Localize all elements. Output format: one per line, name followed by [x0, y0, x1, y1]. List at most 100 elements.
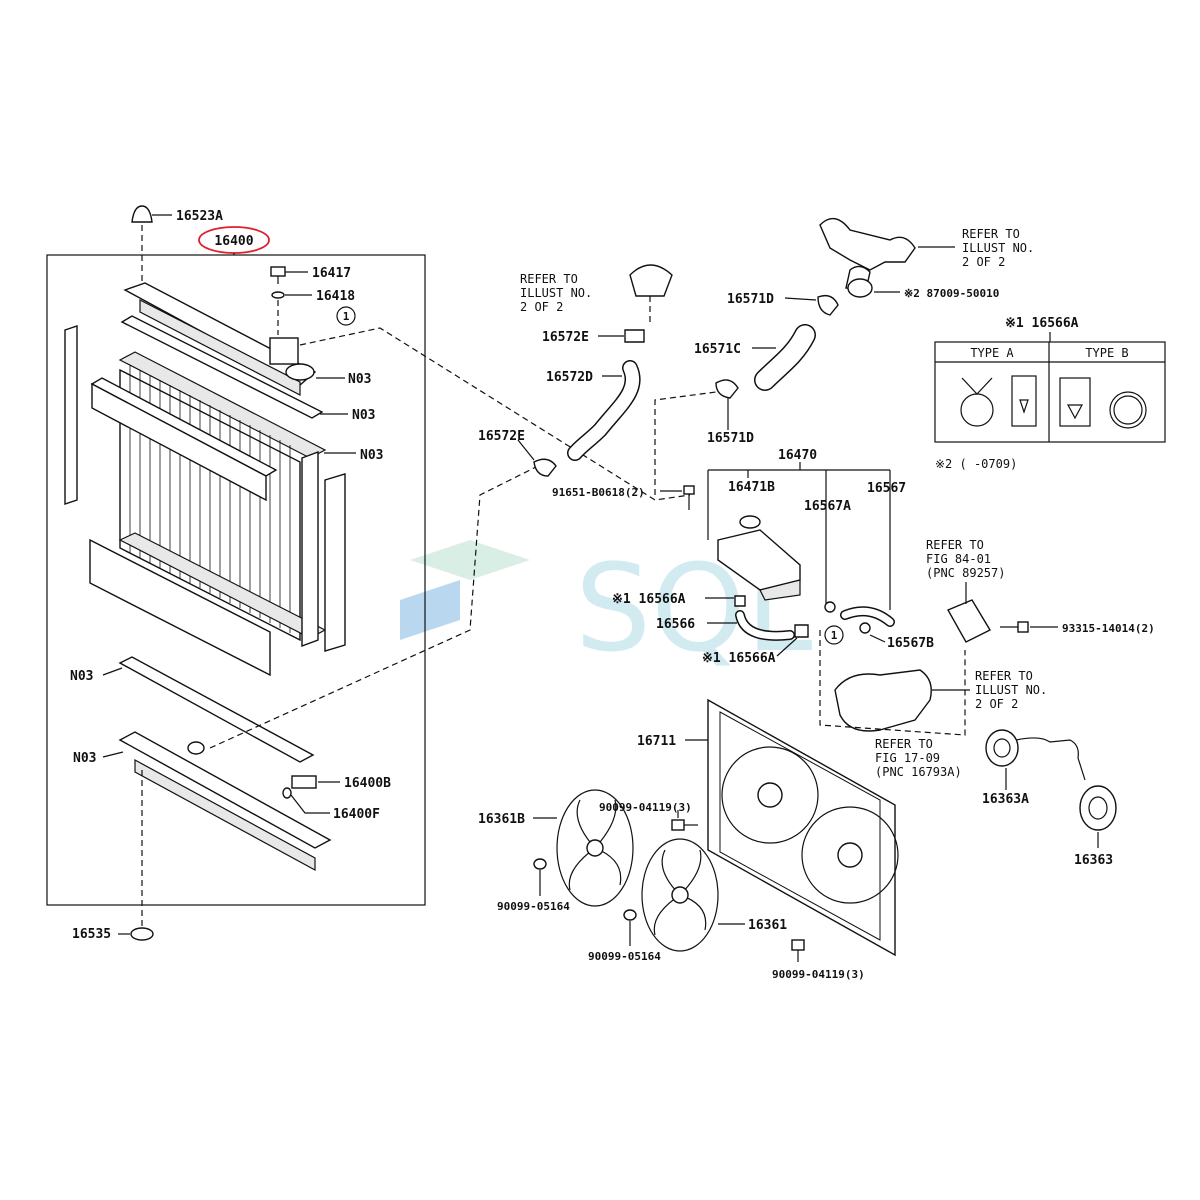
- clamp-16571D-a: [817, 294, 839, 316]
- plug-16417: [270, 266, 308, 284]
- drain-plug: [282, 775, 340, 814]
- label-16361: 16361: [748, 918, 787, 933]
- clamp-16567B: [859, 622, 871, 634]
- svg-text:2 OF 2: 2 OF 2: [520, 300, 563, 314]
- label-16572E-b: 16572E: [478, 429, 525, 444]
- label-16571C: 16571C: [694, 342, 741, 357]
- clamp-16572E-b: [533, 458, 557, 477]
- side-rail-left: [64, 325, 78, 505]
- route-upper-hose: [299, 327, 691, 501]
- front-support-bottom: [89, 538, 271, 677]
- clamp-16572E-a: [624, 329, 645, 343]
- svg-text:ILLUST NO.: ILLUST NO.: [520, 286, 592, 300]
- svg-text:ILLUST NO.: ILLUST NO.: [962, 241, 1034, 255]
- motor-16363A: [985, 729, 1086, 790]
- fan-16361: [641, 838, 719, 952]
- route-lower-hose: [209, 464, 541, 749]
- label-16566A-b: ※1 16566A: [702, 651, 776, 666]
- label-16567B: 16567B: [887, 636, 934, 651]
- label-16470: 16470: [778, 448, 817, 463]
- upper-tank: [123, 282, 317, 396]
- label-16571D-a: 16571D: [727, 292, 774, 307]
- label-16418: 16418: [316, 289, 355, 304]
- label-87009: ※2 87009-50010: [904, 287, 999, 300]
- svg-text:REFER TO: REFER TO: [962, 227, 1020, 241]
- label-n03-2: N03: [352, 408, 375, 423]
- svg-text:1: 1: [343, 310, 350, 323]
- label-16523A: 16523A: [176, 209, 223, 224]
- circle-ref-1a: [336, 306, 356, 326]
- label-16535: 16535: [72, 927, 111, 942]
- label-16361B: 16361B: [478, 812, 525, 827]
- ref-wp-text: REFER TO ILLUST NO. 2 OF 2: [975, 669, 1047, 711]
- svg-text:REFER TO: REFER TO: [926, 538, 984, 552]
- svg-text:ILLUST NO.: ILLUST NO.: [975, 683, 1047, 697]
- thermostat-housing: [629, 264, 673, 322]
- reservoir-cap: [739, 515, 761, 529]
- svg-text:2 OF 2: 2 OF 2: [962, 255, 1005, 269]
- label-16363: 16363: [1074, 853, 1113, 868]
- ref-outlet-text: REFER TO ILLUST NO. 2 OF 2: [962, 227, 1034, 269]
- svg-text:(PNC 89257): (PNC 89257): [926, 566, 1005, 580]
- label-90099-05164-b: 90099-05164: [588, 950, 661, 963]
- note1-heading: ※1 16566A: [1005, 316, 1079, 331]
- label-16363A: 16363A: [982, 792, 1029, 807]
- ecu-module: [947, 582, 991, 643]
- gasket-upper: [120, 315, 324, 419]
- label-16571D-b: 16571D: [707, 431, 754, 446]
- clamp-87009: [847, 278, 873, 298]
- reservoir-tank: [717, 529, 801, 601]
- clamp-16571D-b: [715, 379, 739, 399]
- water-pump: [834, 669, 970, 732]
- fan-shroud: [707, 698, 899, 957]
- label-16566A-a: ※1 16566A: [612, 592, 686, 607]
- nut-90099-05164-a: [533, 858, 547, 870]
- clamp-16566A-a: [734, 595, 746, 607]
- fan-16361B: [556, 789, 634, 907]
- ref-fig17-text: REFER TO FIG 17-09 (PNC 16793A): [875, 737, 962, 779]
- cushion-16535: [130, 927, 154, 941]
- water-outlet: [819, 217, 955, 291]
- svg-text:REFER TO: REFER TO: [875, 737, 933, 751]
- lower-tank: [118, 731, 332, 872]
- label-90099-04119-a: 90099-04119(3): [599, 801, 692, 814]
- label-90099-04119-b: 90099-04119(3): [772, 968, 865, 981]
- bolt-93315: [1000, 621, 1029, 633]
- label-16572E-a: 16572E: [542, 330, 589, 345]
- oring-16418: [271, 291, 285, 299]
- clamp-type-table: TYPE A TYPE B: [934, 341, 1166, 443]
- svg-text:(PNC 16793A): (PNC 16793A): [875, 765, 962, 779]
- motor-16363: [1079, 785, 1117, 848]
- svg-text:1: 1: [831, 629, 838, 642]
- main-part-label: 16400: [214, 234, 253, 249]
- label-16567A: 16567A: [804, 499, 851, 514]
- nut-90099-05164-b: [623, 909, 637, 921]
- svg-text:2 OF 2: 2 OF 2: [975, 697, 1018, 711]
- svg-text:FIG 84-01: FIG 84-01: [926, 552, 991, 566]
- label-16471B: 16471B: [728, 480, 775, 495]
- note2-text: ※2 ( -0709): [935, 457, 1017, 471]
- cap-16523A: [131, 205, 172, 290]
- bolt-90099-04119-b: [791, 939, 805, 962]
- gasket-lower: [118, 656, 315, 763]
- label-16400F: 16400F: [333, 807, 380, 822]
- label-n03-5: N03: [73, 751, 96, 766]
- label-16567: 16567: [867, 481, 906, 496]
- label-90099-05164-a: 90099-05164: [497, 900, 570, 913]
- bolt-90099-04119-a: [671, 819, 698, 831]
- label-16566: 16566: [656, 617, 695, 632]
- ref-fig84-text: REFER TO FIG 84-01 (PNC 89257): [926, 538, 1005, 580]
- label-93315: 93315-14014(2): [1062, 622, 1155, 635]
- bolt-91651: [683, 485, 695, 510]
- label-n03-4: N03: [70, 669, 93, 684]
- svg-text:REFER TO: REFER TO: [975, 669, 1033, 683]
- side-rail-right: [324, 473, 346, 652]
- side-rail-mid: [301, 450, 319, 648]
- radiator-assembly-frame: [46, 254, 426, 906]
- ref-thermo-text: REFER TO ILLUST NO. 2 OF 2: [520, 272, 592, 314]
- type-b-header: TYPE B: [1085, 346, 1128, 360]
- svg-text:FIG 17-09: FIG 17-09: [875, 751, 940, 765]
- label-16400B: 16400B: [344, 776, 391, 791]
